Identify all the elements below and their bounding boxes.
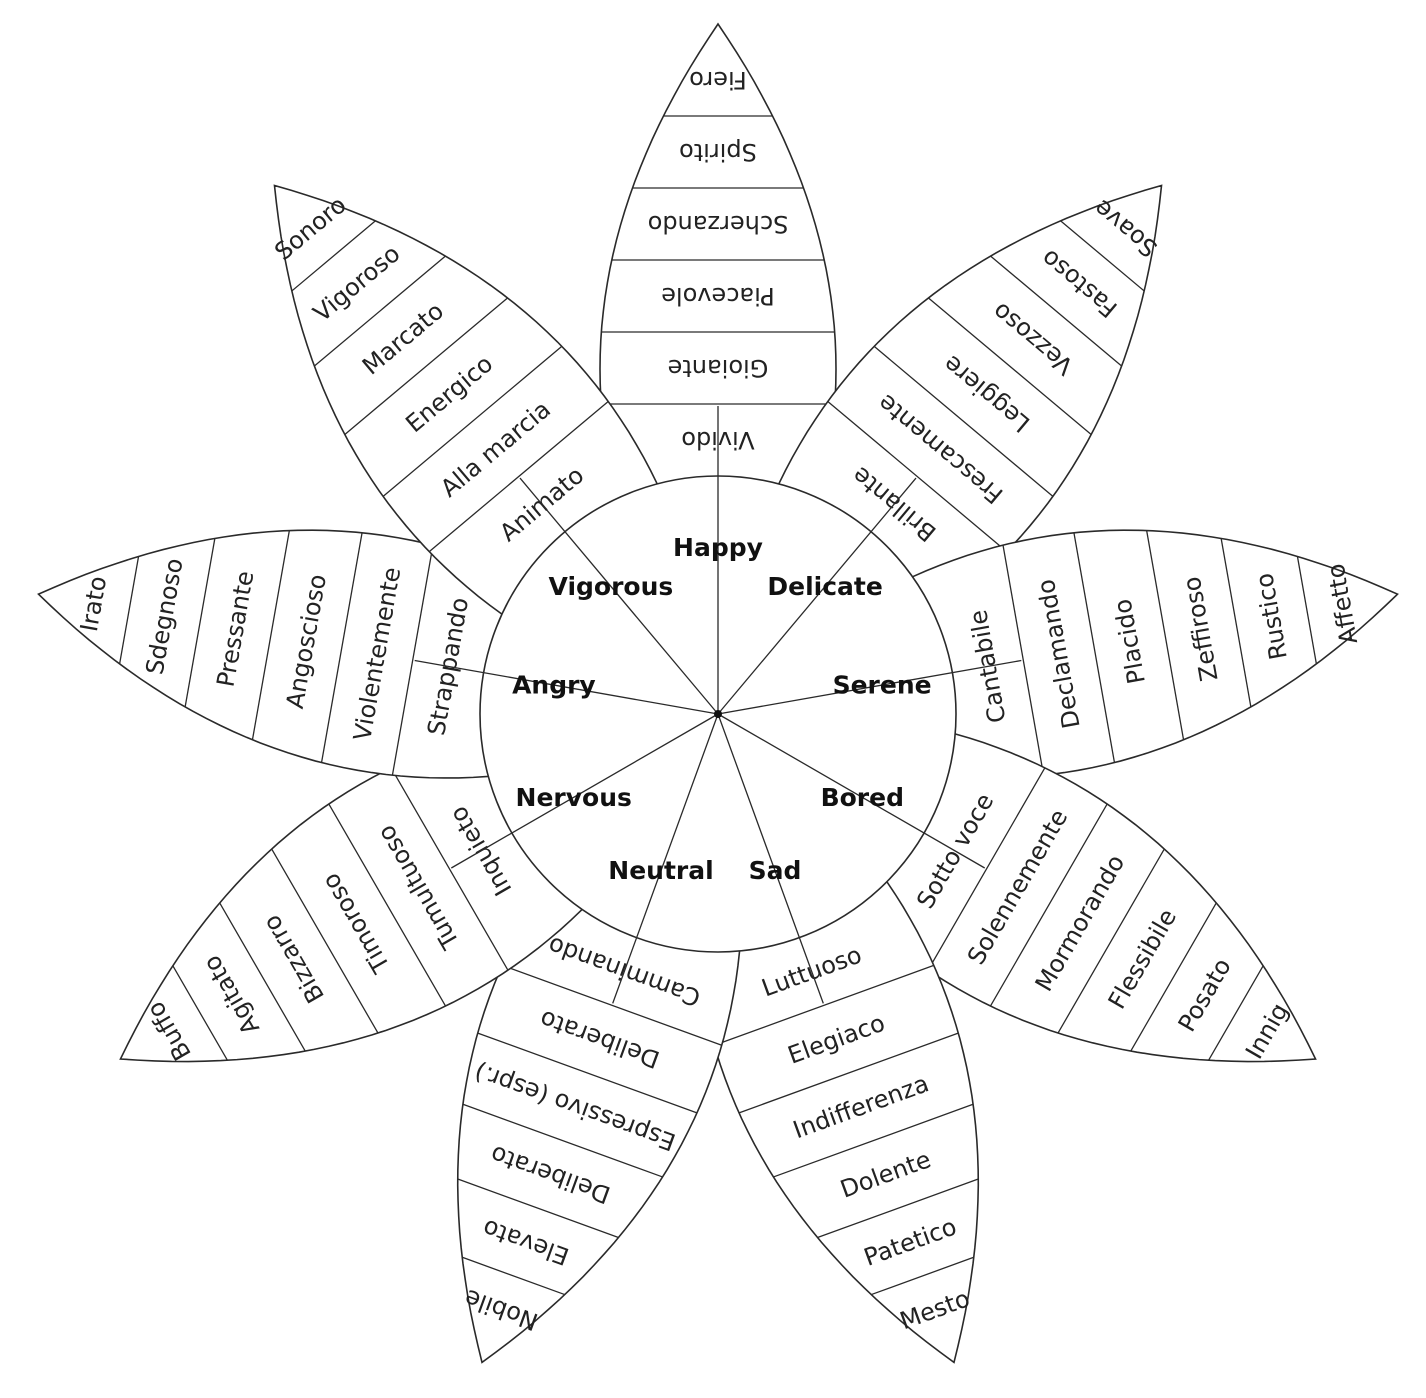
band-divider [390,767,509,971]
petal-vigorous: AnimatoAlla marciaEnergicoMarcatoVigoros… [269,184,719,716]
sector-spoke [450,713,719,869]
term-label: Fiero [689,66,747,94]
sector-spoke [717,659,1022,715]
band-divider [871,1256,974,1296]
emotion-label-bored: Bored [821,783,904,812]
term-label: Scherzando [648,210,789,238]
center-dot [714,710,722,718]
emotion-label-nervous: Nervous [516,783,632,812]
emotion-label-delicate: Delicate [767,572,882,601]
band-divider [382,345,563,497]
band-divider [1146,530,1185,740]
band-divider [344,297,508,435]
emotion-label-happy: Happy [673,533,763,562]
band-divider [738,1032,959,1114]
band-divider [1073,532,1116,763]
band-divider [1296,556,1318,664]
band-divider [1208,965,1264,1061]
band-divider [990,255,1123,367]
band-divider [118,556,140,664]
sector-spoke [717,477,917,715]
band-divider [271,848,379,1034]
sector-spoke [717,713,824,1004]
band-divider [457,1178,619,1239]
band-divider [1060,220,1145,292]
emotion-label-vigorous: Vigorous [549,572,674,601]
band-divider [428,400,609,553]
band-divider [391,545,434,776]
band-divider [477,1032,698,1114]
band-divider [817,1178,979,1239]
term-label: Piacevole [661,282,775,310]
band-divider [1057,848,1165,1034]
band-divider [501,964,722,1046]
band-divider [320,532,363,763]
emotion-label-sad: Sad [749,856,802,885]
band-divider [1002,545,1045,776]
band-divider [773,1103,974,1178]
band-divider [827,400,1008,553]
band-divider [219,902,306,1052]
sector-spoke [612,713,719,1004]
band-divider [184,538,216,707]
band-divider [328,803,447,1007]
sector-spoke [414,659,719,715]
band-divider [251,530,290,740]
emotion-label-serene: Serene [833,671,932,700]
band-divider [873,345,1054,497]
band-divider [291,220,376,292]
band-divider [1130,902,1217,1052]
term-label: Gioiante [668,354,769,382]
sector-spoke [519,477,719,715]
band-divider [462,1256,565,1296]
sector-spoke [717,713,986,869]
band-divider [172,965,228,1061]
band-divider [462,1103,663,1178]
emotion-label-angry: Angry [512,671,596,700]
band-divider [714,964,935,1046]
term-label: Spirito [679,138,757,166]
band-divider [928,297,1092,435]
band-divider [989,803,1108,1007]
band-divider [313,255,446,367]
band-divider [927,767,1046,971]
emotion-label-neutral: Neutral [608,856,713,885]
band-divider [1220,538,1252,707]
